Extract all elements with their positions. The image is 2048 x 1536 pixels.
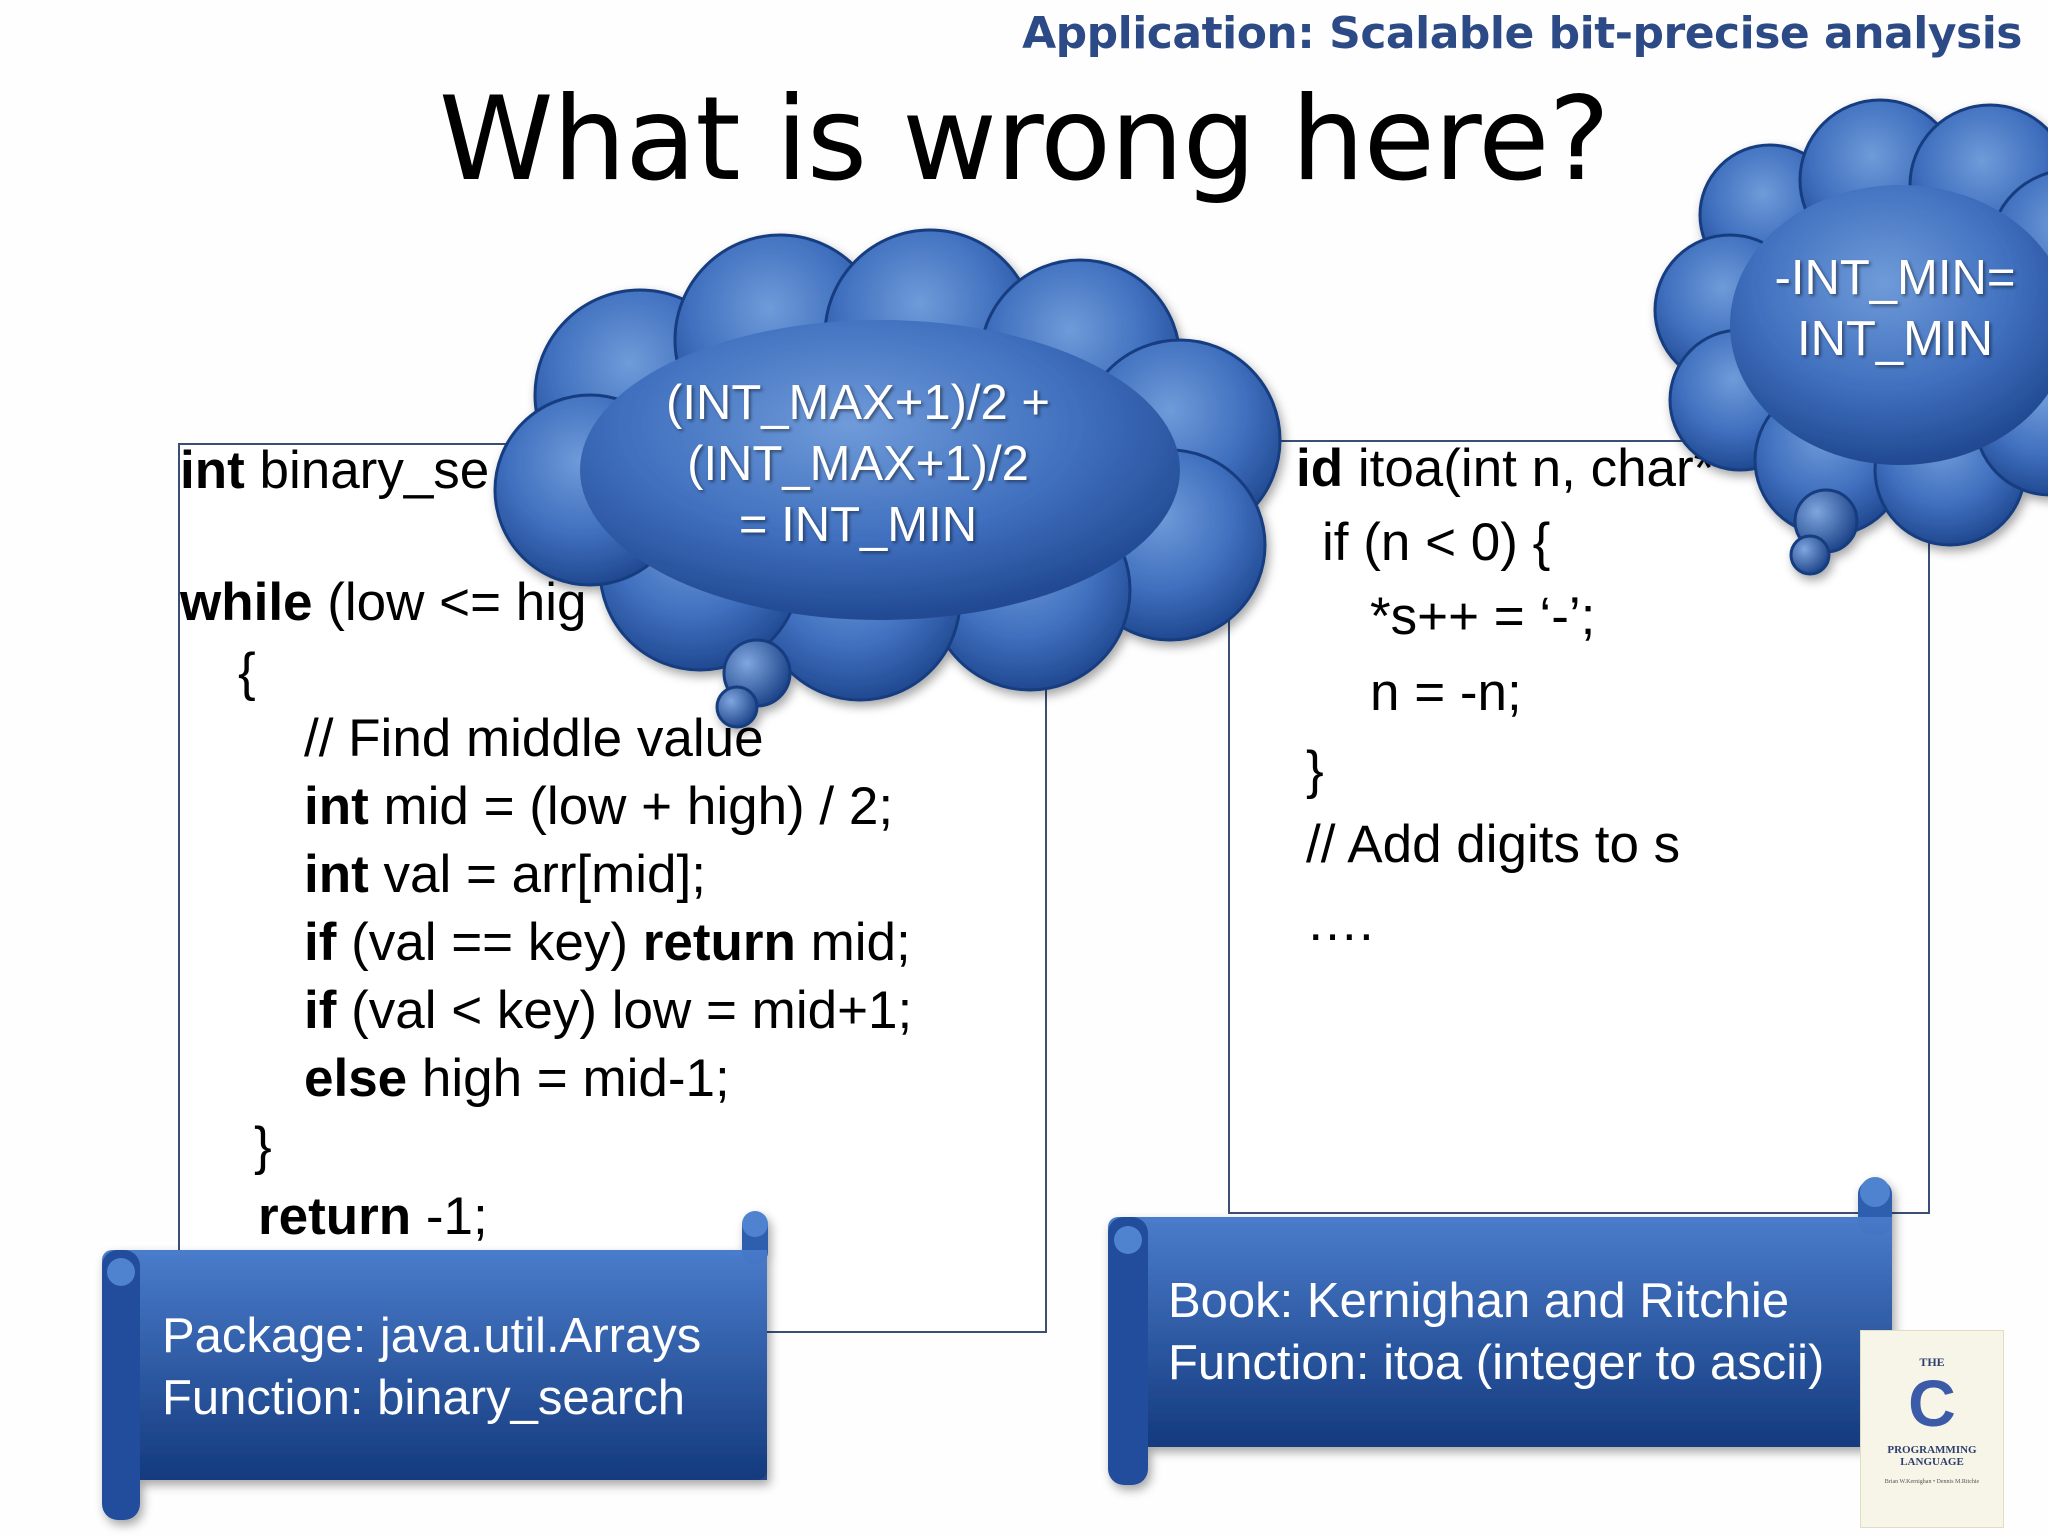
left-info-scroll [102, 1211, 768, 1520]
code-line: { [238, 643, 256, 702]
code-line: int binary_se [180, 441, 490, 500]
book-letter: C [1908, 1366, 1956, 1440]
scroll-line: Book: Kernighan and Ritchie [1168, 1274, 1790, 1328]
c-programming-book-cover: THE C PROGRAMMING LANGUAGE Brian W.Kerni… [1860, 1330, 2004, 1528]
callout-line: = INT_MIN [738, 498, 978, 552]
scroll-line: Function: binary_search [162, 1371, 685, 1425]
application-header: Application: Scalable bit-precise analys… [1022, 8, 2022, 59]
code-line: return -1; [258, 1187, 488, 1246]
code-line: } [1306, 741, 1324, 800]
code-line: else high = mid-1; [304, 1049, 730, 1108]
code-line: *s++ = ‘-’; [1370, 587, 1596, 646]
code-line: if (n < 0) { [1322, 513, 1551, 572]
scroll-line: Package: java.util.Arrays [162, 1309, 702, 1363]
book-the: THE [1919, 1355, 1945, 1369]
right-callout-text: -INT_MIN= INT_MIN [1740, 248, 2048, 370]
book-subtitle: PROGRAMMING LANGUAGE [1887, 1444, 1977, 1468]
middle-thought-cloud [493, 228, 1282, 729]
code-line: int val = arr[mid]; [304, 845, 706, 904]
callout-line: (INT_MAX+1)/2 [687, 437, 1029, 491]
code-line: …. [1306, 893, 1374, 952]
code-line: n = -n; [1370, 663, 1522, 722]
right-info-scroll [1108, 1177, 1892, 1485]
callout-line: (INT_MAX+1)/2 + [666, 376, 1050, 430]
code-comment: // Find middle value [304, 709, 764, 768]
book-authors: Brian W.Kernighan • Dennis M.Ritchie [1884, 1479, 1980, 1485]
code-line: while (low <= hig [180, 573, 587, 632]
code-line: int mid = (low + high) / 2; [304, 777, 894, 836]
code-line: } [254, 1117, 272, 1176]
code-line: if (val == key) return mid; [304, 913, 911, 972]
scroll-line: Function: itoa (integer to ascii) [1168, 1336, 1825, 1390]
right-thought-cloud [1653, 98, 2048, 576]
code-line: id itoa(int n, char* [1296, 439, 1715, 498]
code-line: if (val < key) low = mid+1; [304, 981, 913, 1040]
right-scroll-text: Book: Kernighan and Ritchie Function: it… [1168, 1270, 1824, 1394]
callout-line: -INT_MIN= [1774, 251, 2016, 305]
slide-title: What is wrong here? [438, 72, 1610, 207]
left-scroll-text: Package: java.util.Arrays Function: bina… [162, 1305, 701, 1429]
middle-callout-text: (INT_MAX+1)/2 + (INT_MAX+1)/2 = INT_MIN [648, 373, 1068, 556]
callout-line: INT_MIN [1797, 312, 1993, 366]
code-comment: // Add digits to s [1306, 815, 1681, 874]
